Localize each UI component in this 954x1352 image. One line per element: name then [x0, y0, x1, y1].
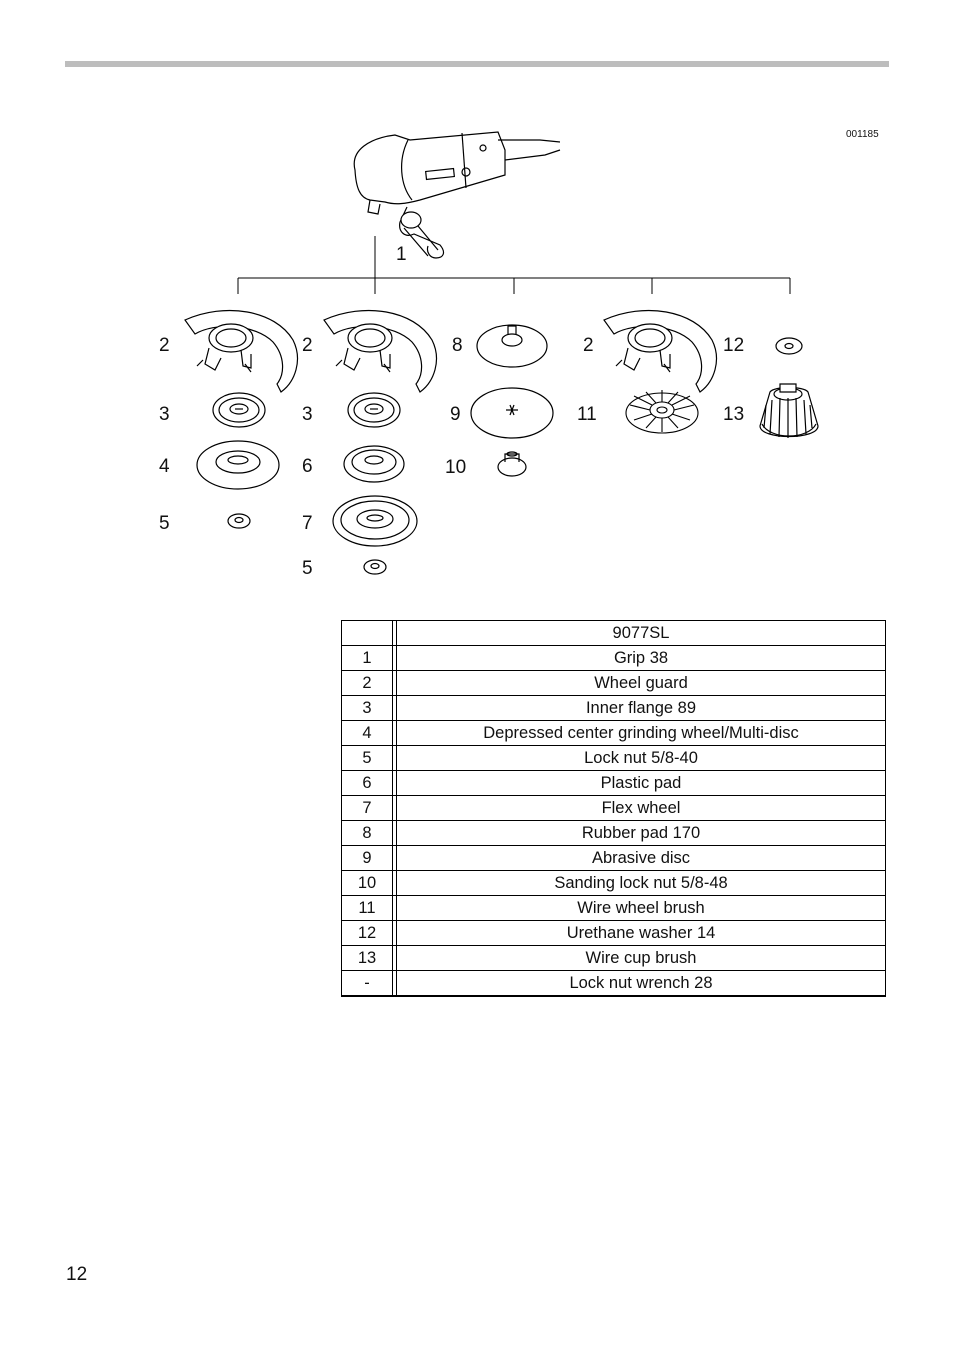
callout-5b: 5	[302, 558, 313, 579]
callout-12: 12	[723, 335, 745, 356]
callout-4: 4	[159, 456, 170, 477]
page-number: 12	[66, 1264, 88, 1285]
callout-11: 11	[577, 404, 597, 425]
callout-6: 6	[302, 456, 313, 477]
callout-10: 10	[445, 457, 467, 478]
figure-code: 001185	[846, 129, 879, 140]
table-row: -Lock nut wrench 28	[341, 970, 886, 997]
callout-9: 9	[450, 404, 461, 425]
callout-2b: 2	[302, 335, 313, 356]
callout-2a: 2	[159, 335, 170, 356]
table-header-row: 9077SL	[341, 620, 886, 646]
callout-2c: 2	[583, 335, 594, 356]
model-header: 9077SL	[396, 620, 886, 646]
callout-1: 1	[396, 244, 407, 265]
callout-7: 7	[302, 513, 313, 534]
callout-3b: 3	[302, 404, 313, 425]
callout-5a: 5	[159, 513, 170, 534]
callout-13: 13	[723, 404, 745, 425]
grinder-illustration	[353, 131, 561, 259]
header-rule	[65, 61, 889, 67]
connector-lines	[237, 236, 791, 294]
accessory-diagram	[184, 131, 819, 575]
callout-3a: 3	[159, 404, 170, 425]
wire-wheel-brush	[625, 390, 699, 434]
callout-8: 8	[452, 335, 463, 356]
